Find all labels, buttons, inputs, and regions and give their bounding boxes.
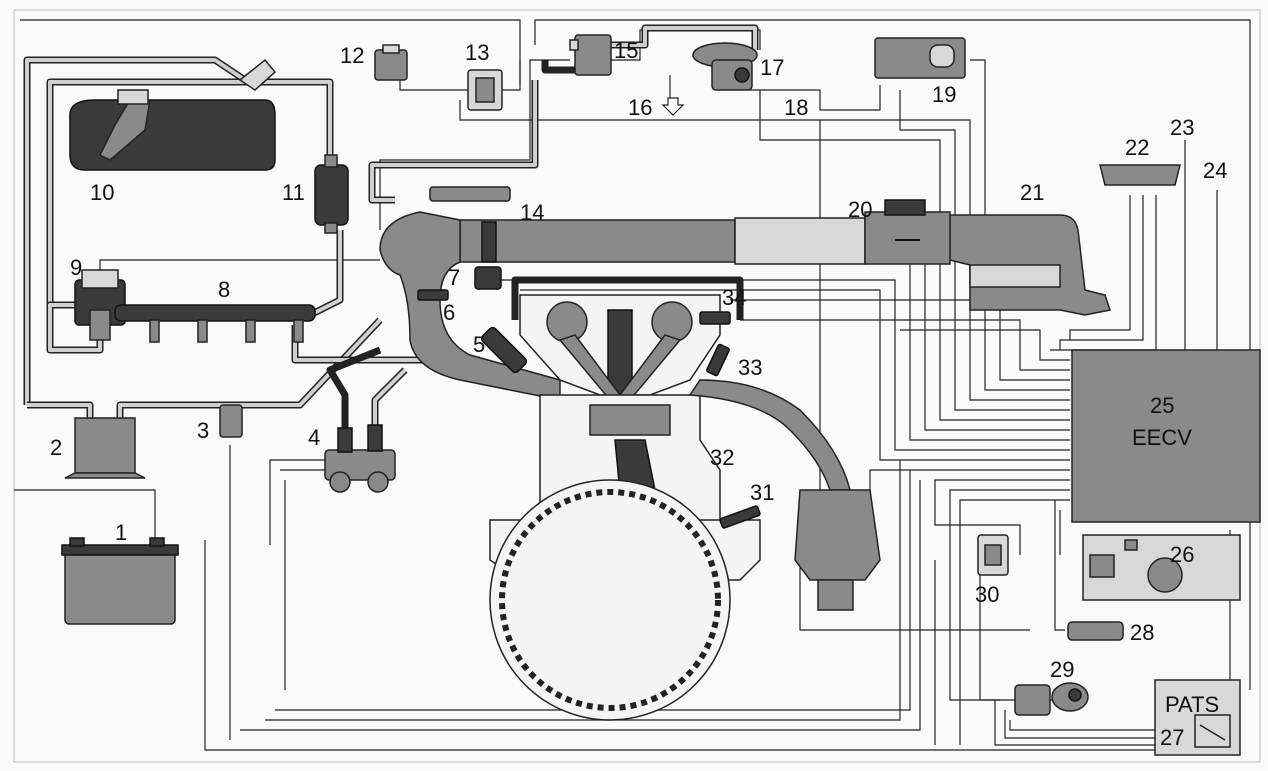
fuel-tank	[69, 58, 277, 171]
air-filter	[949, 214, 1111, 316]
label-22: 22	[1125, 135, 1149, 160]
label-13: 13	[465, 40, 489, 65]
label-12: 12	[340, 43, 364, 68]
purge-valve	[569, 34, 612, 76]
label-8: 8	[218, 277, 230, 302]
throttle-body	[429, 186, 511, 263]
label-15: 15	[614, 38, 638, 63]
relay-13	[467, 69, 503, 111]
label-9: 9	[70, 255, 82, 280]
label-28: 28	[1130, 620, 1154, 645]
sensor-28	[1067, 621, 1124, 641]
label-2: 2	[50, 435, 62, 460]
label-10: 10	[90, 180, 114, 205]
battery	[61, 537, 179, 625]
label-1: 1	[115, 520, 127, 545]
ignition-coil	[324, 424, 396, 493]
label-14: 14	[520, 200, 544, 225]
label-19: 19	[932, 82, 956, 107]
label-20: 20	[848, 197, 872, 222]
ecu-module	[1071, 349, 1261, 523]
egr-valve	[692, 42, 758, 91]
intake-tube	[459, 199, 951, 265]
inertia-switch	[374, 44, 408, 81]
sensor-3	[219, 404, 243, 438]
fuel-pressure-regulator	[74, 269, 126, 341]
label-23: 23	[1170, 115, 1194, 140]
label-33: 33	[738, 355, 762, 380]
labels: 1 2 3 4 5 6 7 8 9 10 11 12 13 14 15 16 1…	[50, 38, 1227, 750]
label-7: 7	[448, 265, 460, 290]
label-34: 34	[722, 285, 746, 310]
label-26: 26	[1170, 542, 1194, 567]
fuel-filter	[314, 154, 349, 234]
label-29: 29	[1050, 657, 1074, 682]
engine-block	[489, 294, 761, 721]
pats-label: PATS	[1165, 692, 1219, 717]
label-31: 31	[750, 480, 774, 505]
label-18: 18	[784, 95, 808, 120]
arrow-16-icon	[661, 97, 685, 116]
label-32: 32	[710, 445, 734, 470]
label-6: 6	[443, 300, 455, 325]
sensor-6	[417, 289, 449, 301]
label-24: 24	[1203, 158, 1227, 183]
ecu-label: EECV	[1132, 425, 1192, 450]
fuel-rail	[114, 304, 316, 343]
idle-air-valve	[474, 266, 502, 290]
dpfe-sensor	[874, 37, 966, 79]
diagnostic-connector	[1099, 164, 1181, 186]
carbon-canister	[64, 417, 146, 479]
label-4: 4	[308, 425, 320, 450]
cooling-fan-module	[1082, 534, 1241, 601]
label-30: 30	[975, 582, 999, 607]
label-5: 5	[473, 332, 485, 357]
label-16: 16	[628, 95, 652, 120]
exhaust-manifold	[688, 379, 881, 611]
sensors-engine	[699, 311, 761, 529]
label-25: 25	[1150, 393, 1174, 418]
relay-30	[977, 534, 1009, 576]
label-3: 3	[197, 418, 209, 443]
label-11: 11	[282, 180, 305, 205]
label-21: 21	[1020, 180, 1044, 205]
label-27: 27	[1160, 725, 1184, 750]
ignition-switch	[1014, 682, 1089, 716]
injector-5	[480, 326, 528, 374]
label-17: 17	[760, 55, 784, 80]
pats-module	[1154, 679, 1241, 756]
